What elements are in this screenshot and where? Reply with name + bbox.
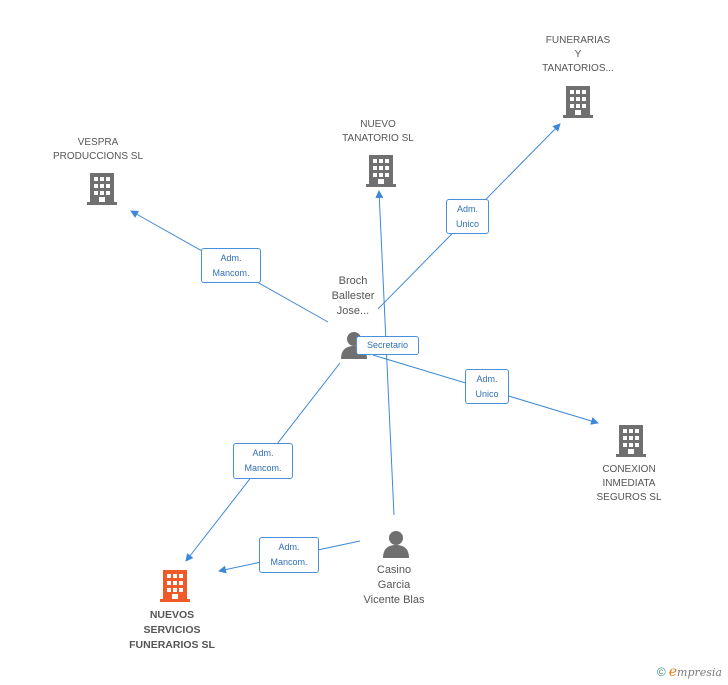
label-line: Ballester	[331, 290, 375, 302]
person-icon	[383, 531, 409, 558]
label-line: FUNERARIOS SL	[129, 639, 215, 651]
label-line: SEGUROS SL	[596, 492, 662, 503]
label-line: INMEDIATA	[602, 478, 656, 489]
node-casino-label[interactable]: Casino Garcia Vicente Blas	[349, 563, 439, 608]
building-icon	[87, 173, 117, 205]
node-nuevos-servicios-label[interactable]: NUEVOS SERVICIOS FUNERARIOS SL	[112, 608, 232, 653]
label-line: SERVICIOS	[143, 624, 201, 636]
copyright-symbol: ©	[656, 665, 666, 679]
label-line: VESPRA	[77, 137, 119, 148]
label-line: PRODUCCIONS SL	[52, 151, 143, 162]
label-line: Garcia	[377, 579, 411, 591]
node-vespra-label[interactable]: VESPRA PRODUCCIONS SL	[38, 136, 158, 164]
edge-label-line: Mancom.	[270, 557, 308, 567]
label-line: Vicente Blas	[363, 594, 425, 606]
label-line: NUEVOS	[149, 609, 195, 621]
edge-label-line: Secretario	[366, 340, 409, 350]
label-line: TANATORIOS...	[542, 63, 614, 74]
edge-label-line: Adm.	[278, 542, 300, 552]
label-line: Casino	[376, 564, 412, 576]
edge-label-line: Adm.	[476, 374, 498, 384]
node-funerarias-label[interactable]: FUNERARIAS Y TANATORIOS...	[518, 34, 638, 76]
edge-label-adm-unico-funerarias[interactable]: Adm. Unico	[446, 199, 489, 234]
main-building-icon	[160, 570, 190, 602]
label-line: NUEVO	[360, 119, 396, 130]
edge-label-line: Adm.	[252, 448, 274, 458]
node-conexion-label[interactable]: CONEXION INMEDIATA SEGUROS SL	[569, 463, 689, 505]
label-line: TANATORIO SL	[342, 133, 414, 144]
brand-logo-initial: e	[668, 664, 678, 680]
edge-label-line: Mancom.	[212, 268, 250, 278]
edge-label-adm-unico-conexion[interactable]: Adm. Unico	[465, 369, 509, 404]
edge-label-line: Unico	[475, 389, 499, 399]
node-nuevo-tanatorio-label[interactable]: NUEVO TANATORIO SL	[318, 118, 438, 146]
edge-label-line: Mancom.	[244, 463, 282, 473]
edge-label-line: Unico	[455, 219, 479, 229]
edge-label-adm-mancom-casino-nuevos[interactable]: Adm. Mancom.	[259, 537, 319, 573]
label-line: Broch	[338, 275, 368, 287]
edge-label-adm-mancom-broch-nuevos[interactable]: Adm. Mancom.	[233, 443, 293, 479]
building-icon	[366, 155, 396, 187]
edge-label-secretario[interactable]: Secretario	[356, 336, 419, 355]
brand-logo-text: mpresia	[677, 666, 722, 679]
label-line: FUNERARIAS	[545, 35, 611, 46]
edge-label-adm-mancom-vespra[interactable]: Adm. Mancom.	[201, 248, 261, 283]
label-line: Y	[574, 49, 582, 60]
node-broch-label[interactable]: Broch Ballester Jose...	[313, 274, 393, 319]
building-icon	[563, 86, 593, 118]
building-icon	[616, 425, 646, 457]
footer-brand[interactable]: ©empresia	[657, 664, 722, 680]
label-line: CONEXION	[602, 464, 656, 475]
edge-label-line: Adm.	[220, 253, 242, 263]
label-line: Jose...	[336, 305, 370, 317]
edge-label-line: Adm.	[456, 204, 478, 214]
